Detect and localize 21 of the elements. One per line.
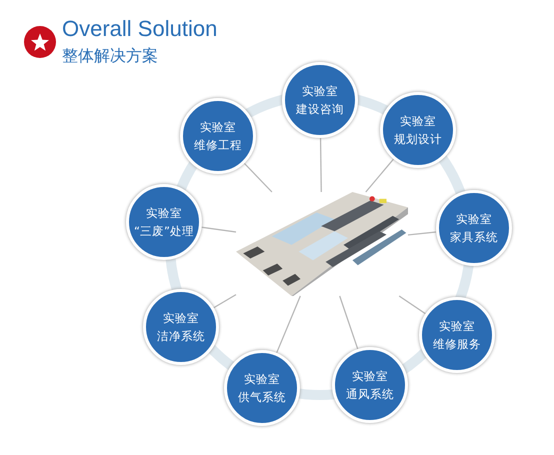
service-circle: 实验室 供气系统 — [224, 350, 300, 426]
leader-line — [398, 296, 426, 314]
service-circle: 实验室 规划设计 — [380, 92, 456, 168]
picture — [236, 192, 408, 296]
service-circle: 实验室 通风系统 — [332, 347, 408, 423]
leader-line — [408, 231, 436, 236]
service-circle: 实验室 家具系统 — [436, 190, 512, 266]
leader-line — [202, 226, 236, 233]
leader-line — [213, 294, 236, 308]
service-circle: 实验室 洁净系统 — [143, 289, 219, 365]
title: Overall Solution — [62, 16, 218, 42]
service-circle: 实验室 维修工程 — [180, 98, 256, 174]
service-circle: 实验室 维修服务 — [419, 297, 495, 373]
leader-line — [339, 296, 358, 350]
leader-line — [244, 162, 272, 192]
service-circle: 实验室 “三废”处理 — [126, 184, 202, 260]
leader-line — [365, 158, 394, 192]
leader-line — [276, 296, 301, 354]
service-circle: 实验室 建设咨询 — [282, 62, 358, 138]
leader-line — [320, 138, 322, 192]
subtitle: 整体解决方案 — [62, 46, 158, 67]
